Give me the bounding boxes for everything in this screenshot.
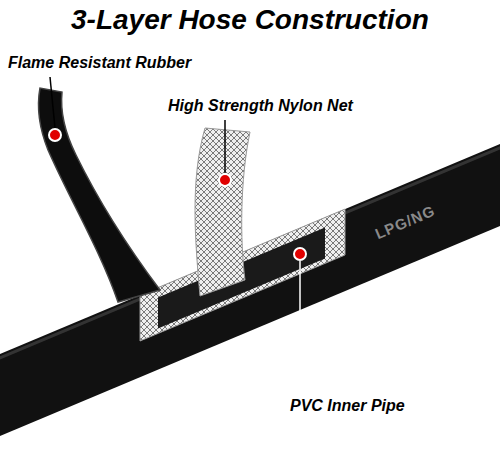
part-label: PVC Inner Pipe (290, 397, 405, 415)
mesh-peel (195, 128, 250, 296)
diagram-title: 3-Layer Hose Construction (71, 4, 429, 36)
leader-line (299, 261, 301, 393)
callout-dot (49, 129, 61, 141)
part-label: High Strength Nylon Net (168, 97, 353, 115)
part-label: Flame Resistant Rubber (8, 54, 191, 72)
rubber-peel (38, 88, 160, 302)
leader-line (50, 77, 55, 128)
callout-dot (219, 174, 231, 186)
leader-line (224, 120, 226, 173)
callout-dot (294, 248, 306, 260)
